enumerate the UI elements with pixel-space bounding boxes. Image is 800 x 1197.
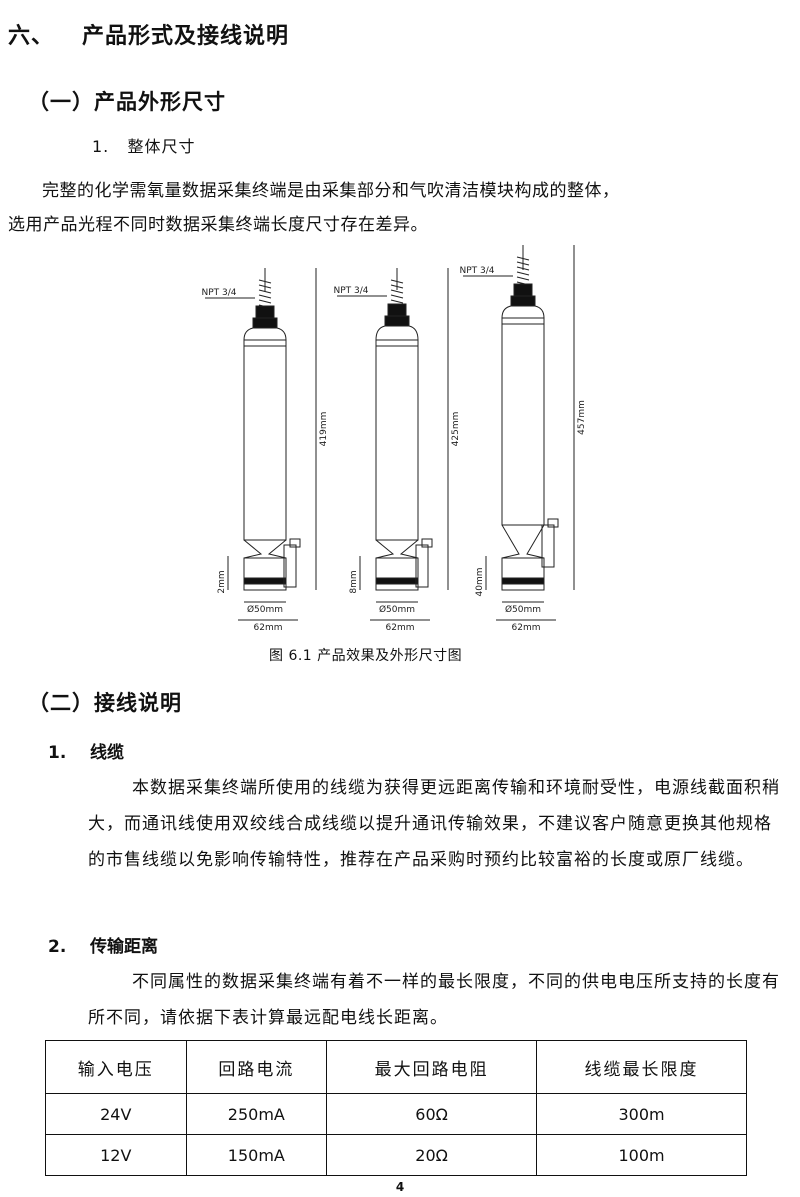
probe-base-band [243, 577, 287, 585]
subsection-heading-dimensions: （一）产品外形尺寸 [28, 90, 226, 114]
table-row: 24V 250mA 60Ω 300m [45, 1093, 747, 1135]
threaded-nut [384, 315, 410, 327]
cable-spring-coil [516, 261, 530, 266]
cable-spring-coil [516, 256, 530, 261]
cable-spring-coil [390, 284, 404, 289]
cable-spring-coil [516, 266, 530, 271]
cable-spring-coil [258, 279, 272, 284]
voltage-cable-table: 输入电压 回路电流 最大回路电阻 线缆最长限度 24V 250mA 60Ω 30… [45, 1040, 747, 1176]
cable-spring-coil [390, 299, 404, 304]
air-clean-nozzle [547, 518, 559, 528]
width-label: 62mm [512, 623, 541, 633]
cable-spring-coil [390, 289, 404, 294]
cable-paragraph: 本数据采集终端所使用的线缆为获得更远距离传输和环境耐受性，电源线截面积稍大，而通… [88, 770, 788, 878]
optical-window [375, 539, 395, 559]
distance-paragraph: 不同属性的数据采集终端有着不一样的最长限度，不同的供电电压所支持的长度有所不同，… [88, 964, 788, 1036]
optical-window [501, 524, 520, 559]
table-header-cell: 输入电压 [45, 1040, 187, 1094]
cable-spring-coil [390, 279, 404, 284]
offset-label: 2mm [217, 570, 227, 593]
thread-label: NPT 3/4 [201, 288, 236, 298]
dimensions-paragraph: 完整的化学需氧量数据采集终端是由采集部分和气吹清洁模块构成的整体， 选用产品光程… [8, 174, 798, 242]
probe-body [243, 339, 287, 541]
probe-base-band [375, 577, 419, 585]
cable-spring-coil [258, 299, 272, 304]
subsection-heading-wiring: （二）接线说明 [28, 691, 182, 715]
item-title: 传输距离 [90, 937, 158, 957]
thread-label: NPT 3/4 [459, 266, 494, 276]
item-heading-cable: 1. 线缆 [48, 738, 124, 763]
table-cell: 250mA [185, 1093, 328, 1135]
width-label: 62mm [254, 623, 283, 633]
air-clean-nozzle [289, 538, 301, 548]
cable-spring-coil [516, 276, 530, 281]
table-header-row: 输入电压 回路电流 最大回路电阻 线缆最长限度 [45, 1040, 747, 1094]
probe-head [243, 327, 287, 341]
width-label: 62mm [386, 623, 415, 633]
table-header-cell: 回路电流 [185, 1040, 328, 1094]
figure-caption: 图 6.1 产品效果及外形尺寸图 [269, 648, 463, 664]
paragraph-line: 完整的化学需氧量数据采集终端是由采集部分和气吹清洁模块构成的整体， [42, 181, 620, 201]
item-heading-distance: 2. 传输距离 [48, 932, 158, 957]
thread-label: NPT 3/4 [333, 286, 368, 296]
page-number: 4 [395, 1180, 405, 1194]
diameter-label: Ø50mm [247, 604, 283, 615]
cable-spring-coil [516, 271, 530, 276]
table-header-cell: 最大回路电阻 [326, 1040, 538, 1094]
probe-body [375, 339, 419, 541]
table-cell: 300m [536, 1093, 747, 1135]
table-cell: 150mA [185, 1134, 328, 1176]
item-number: 1. [48, 743, 67, 763]
threaded-nut [510, 295, 536, 307]
cable-text: 本数据采集终端所使用的线缆为获得更远距离传输和环境耐受性，电源线截面积稍大，而通… [88, 778, 780, 870]
table-row: 12V 150mA 20Ω 100m [45, 1134, 747, 1176]
probe-base [501, 557, 545, 591]
paragraph-line: 选用产品光程不同时数据采集终端长度尺寸存在差异。 [8, 215, 428, 235]
offset-label: 40mm [475, 568, 485, 597]
diameter-label: Ø50mm [379, 604, 415, 615]
table-cell: 100m [536, 1134, 747, 1176]
table-cell: 24V [45, 1093, 187, 1135]
probe-base [375, 557, 419, 591]
table-cell: 60Ω [326, 1093, 538, 1135]
cable-spring-coil [258, 294, 272, 299]
optical-window [243, 539, 263, 559]
item-number: 1. [92, 137, 110, 156]
cable-spring-coil [258, 289, 272, 294]
cable-spring-coil [258, 284, 272, 289]
probe-base-band [501, 577, 545, 585]
probe-head [501, 305, 545, 319]
optical-window [267, 539, 287, 559]
item-number: 2. [48, 937, 67, 957]
threaded-nut [255, 305, 275, 319]
section-number: 六、 [8, 24, 55, 49]
optical-window [526, 524, 545, 559]
item-title: 线缆 [90, 743, 124, 763]
probe-base [243, 557, 287, 591]
table-header-cell: 线缆最长限度 [536, 1040, 747, 1094]
threaded-nut [513, 283, 533, 297]
distance-text: 不同属性的数据采集终端有着不一样的最长限度，不同的供电电压所支持的长度有所不同，… [88, 972, 780, 1028]
diameter-label: Ø50mm [505, 604, 541, 615]
section-title: 产品形式及接线说明 [82, 24, 290, 49]
cable-spring-coil [390, 294, 404, 299]
optical-window [399, 539, 419, 559]
probe-head [375, 325, 419, 341]
length-label: 419mm [319, 412, 329, 447]
length-label: 457mm [577, 400, 587, 435]
length-label: 425mm [451, 412, 461, 447]
threaded-nut [252, 317, 278, 329]
table-cell: 12V [45, 1134, 187, 1176]
threaded-nut [387, 303, 407, 317]
probe-body [501, 317, 545, 526]
table-cell: 20Ω [326, 1134, 538, 1176]
offset-label: 8mm [349, 570, 359, 593]
air-clean-nozzle [421, 538, 433, 548]
item-title: 整体尺寸 [127, 137, 196, 156]
item-heading-overall-size: 1. 整体尺寸 [92, 133, 196, 157]
section-heading: 六、 产品形式及接线说明 [8, 18, 289, 50]
